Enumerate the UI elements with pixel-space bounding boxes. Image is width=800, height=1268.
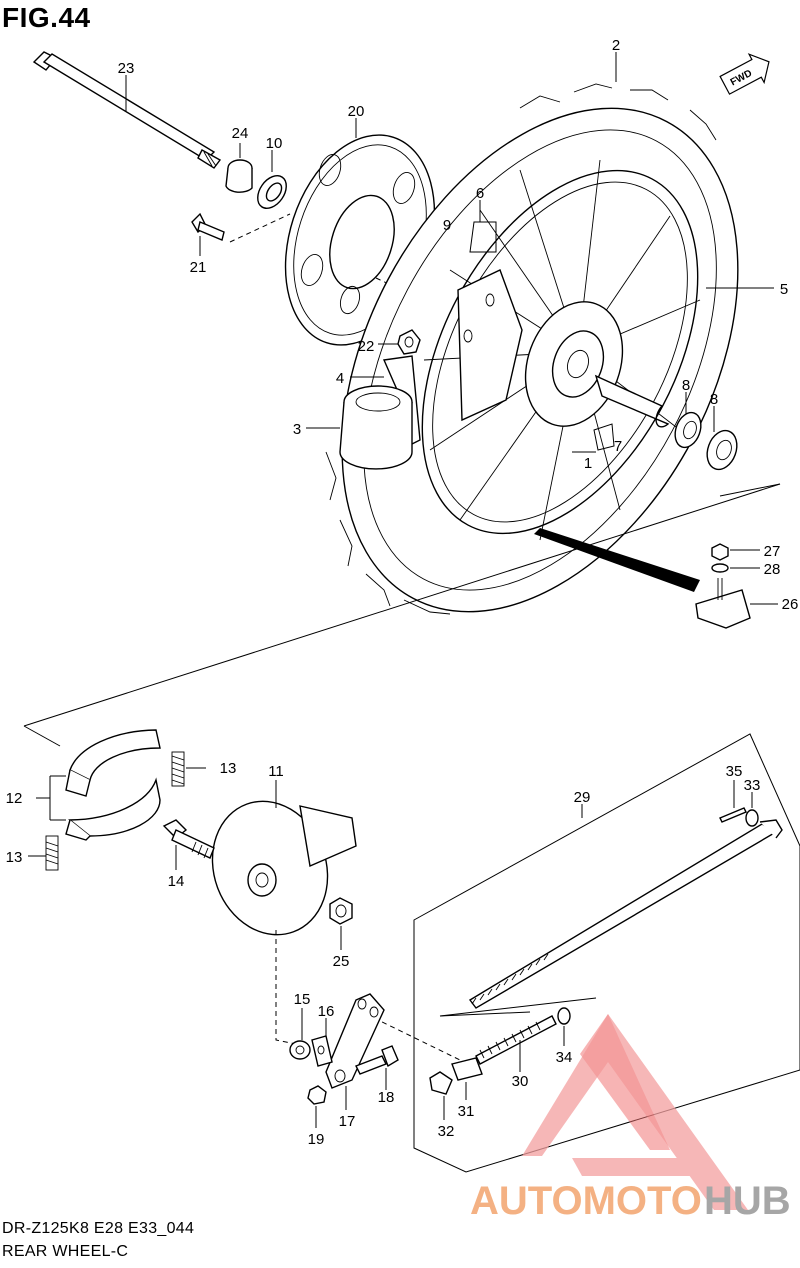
callout-13a[interactable]: 13 bbox=[220, 760, 237, 777]
wheel-hub bbox=[524, 301, 670, 428]
watermark-triangle-logo bbox=[522, 1014, 748, 1210]
callout-25[interactable]: 25 bbox=[333, 953, 350, 970]
callout-12[interactable]: 12 bbox=[6, 790, 23, 807]
brake-shoes-part-12[interactable] bbox=[65, 729, 161, 841]
model-code: DR-Z125K8 E28 E33_044 bbox=[2, 1220, 195, 1237]
oil-seal-part-10[interactable] bbox=[252, 170, 292, 213]
callout-4[interactable]: 4 bbox=[336, 370, 344, 387]
bearing-part-8a[interactable] bbox=[671, 409, 706, 451]
callout-30[interactable]: 30 bbox=[512, 1073, 529, 1090]
callout-22[interactable]: 22 bbox=[358, 338, 375, 355]
nut-part-25[interactable] bbox=[329, 897, 353, 925]
callout-33[interactable]: 33 bbox=[744, 777, 761, 794]
bolt-part-18[interactable] bbox=[355, 1045, 399, 1075]
washer-part-28[interactable] bbox=[711, 563, 729, 573]
callout-13b[interactable]: 13 bbox=[6, 849, 23, 866]
callout-5[interactable]: 5 bbox=[780, 281, 788, 298]
automotohub-watermark: AUTOMOTO HUB bbox=[470, 1014, 791, 1223]
callout-7[interactable]: 7 bbox=[614, 438, 622, 455]
washer-part-16[interactable] bbox=[311, 1035, 333, 1067]
callout-11[interactable]: 11 bbox=[268, 763, 284, 780]
tube-part-3[interactable] bbox=[339, 385, 413, 470]
brake-panel-part-11[interactable] bbox=[194, 785, 357, 951]
callout-6[interactable]: 6 bbox=[476, 185, 484, 202]
figure-footer: DR-Z125K8 E28 E33_044 REAR WHEEL-C bbox=[2, 1217, 194, 1263]
forward-direction-badge: FWD bbox=[719, 53, 770, 95]
return-spring-part-30[interactable] bbox=[475, 1015, 557, 1065]
callout-24[interactable]: 24 bbox=[232, 125, 249, 142]
callout-labels: 23 24 10 20 21 2 6 9 5 22 4 3 8 8 7 1 27… bbox=[6, 37, 799, 1148]
callout-34[interactable]: 34 bbox=[556, 1049, 573, 1066]
spring-part-13a[interactable] bbox=[171, 751, 185, 787]
callout-10[interactable]: 10 bbox=[266, 135, 283, 152]
brake-drum-part-6[interactable] bbox=[457, 269, 523, 422]
callout-20[interactable]: 20 bbox=[348, 103, 365, 120]
callout-9[interactable]: 9 bbox=[443, 217, 451, 234]
nut-part-19[interactable] bbox=[307, 1085, 327, 1105]
callout-23[interactable]: 23 bbox=[118, 60, 135, 77]
nut-part-27[interactable] bbox=[711, 543, 729, 561]
bearing-part-8b[interactable] bbox=[702, 426, 742, 473]
joint-part-31[interactable] bbox=[451, 1057, 483, 1081]
callout-18[interactable]: 18 bbox=[378, 1089, 395, 1106]
adjusting-nut-part-32[interactable] bbox=[429, 1071, 453, 1095]
callout-35[interactable]: 35 bbox=[726, 763, 743, 780]
rim-lock-part-26[interactable] bbox=[695, 578, 751, 629]
rear-axle-part-23[interactable] bbox=[32, 51, 222, 169]
figure-title: FIG.44 bbox=[2, 2, 91, 33]
washer-part-33[interactable] bbox=[745, 809, 759, 827]
callout-8b[interactable]: 8 bbox=[710, 391, 718, 408]
collar-part-24[interactable] bbox=[225, 159, 253, 193]
callout-17[interactable]: 17 bbox=[339, 1113, 356, 1130]
section-name: REAR WHEEL-C bbox=[2, 1243, 129, 1260]
callout-28[interactable]: 28 bbox=[764, 561, 781, 578]
callout-1[interactable]: 1 bbox=[584, 455, 592, 472]
callout-14[interactable]: 14 bbox=[168, 873, 185, 890]
callout-16[interactable]: 16 bbox=[318, 1003, 335, 1020]
callout-3[interactable]: 3 bbox=[293, 421, 301, 438]
callout-19[interactable]: 19 bbox=[308, 1131, 325, 1148]
callout-21[interactable]: 21 bbox=[190, 259, 207, 276]
callout-2[interactable]: 2 bbox=[612, 37, 620, 54]
callout-32[interactable]: 32 bbox=[438, 1123, 455, 1140]
callout-29[interactable]: 29 bbox=[574, 789, 591, 806]
callout-31[interactable]: 31 bbox=[458, 1103, 475, 1120]
bolt-part-21[interactable] bbox=[191, 212, 225, 241]
watermark-text-hub: HUB bbox=[704, 1179, 791, 1223]
spring-part-13b[interactable] bbox=[45, 835, 59, 871]
callout-26[interactable]: 26 bbox=[782, 596, 799, 613]
pin-part-35[interactable] bbox=[719, 807, 747, 823]
callout-27[interactable]: 27 bbox=[764, 543, 781, 560]
brake-lever-part-17[interactable] bbox=[325, 993, 385, 1089]
callout-15[interactable]: 15 bbox=[294, 991, 311, 1008]
brake-cam-part-14[interactable] bbox=[162, 819, 215, 859]
brake-rod-part-29[interactable] bbox=[468, 819, 783, 1009]
washer-part-15[interactable] bbox=[289, 1040, 311, 1060]
washer-part-34[interactable] bbox=[557, 1007, 571, 1025]
callout-8a[interactable]: 8 bbox=[682, 377, 690, 394]
watermark-text-automoto: AUTOMOTO bbox=[470, 1179, 702, 1223]
